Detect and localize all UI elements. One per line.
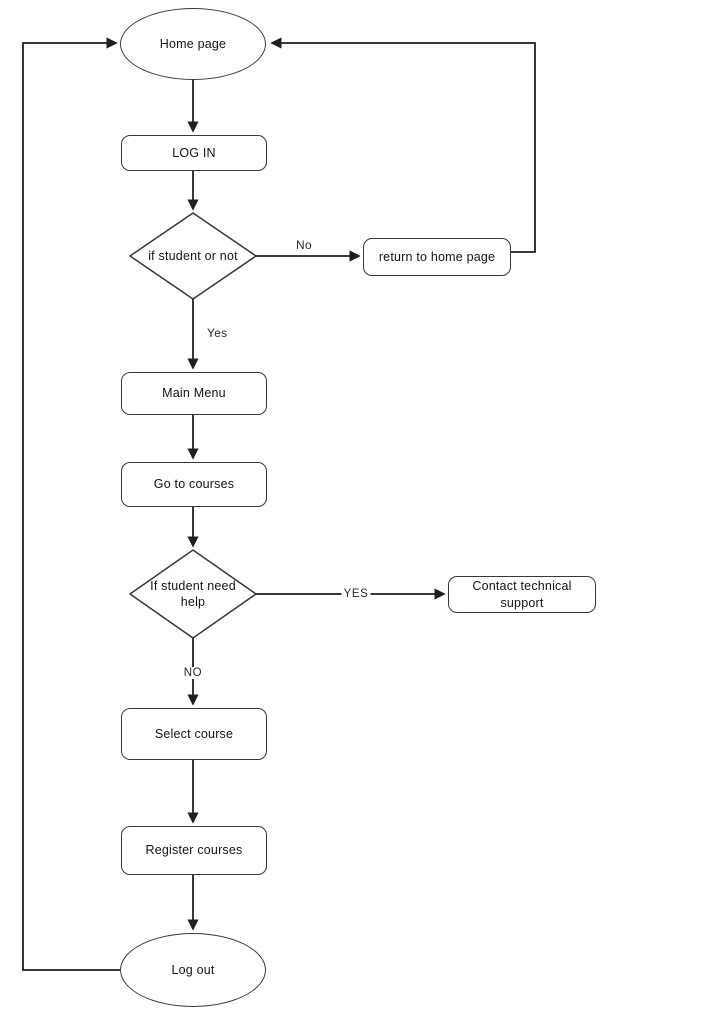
node-contact-label: Contact technical support [472, 579, 572, 610]
edge-label-yes-caps: YES [341, 588, 371, 600]
node-home-page-label: Home page [159, 36, 227, 51]
node-main-menu-label: Main Menu [162, 386, 226, 401]
edge-label-no: No [296, 238, 312, 252]
node-select-course: Select course [121, 708, 267, 760]
node-log-out-label: Log out [171, 962, 215, 977]
node-log-in-label: LOG IN [172, 145, 216, 160]
edge-label-no-caps: NO [181, 667, 205, 679]
decision-if-student-or-not: if student or not [143, 234, 243, 278]
node-log-out: Log out [120, 933, 266, 1007]
node-return-to-home-page: return to home page [363, 238, 511, 276]
node-log-in: LOG IN [121, 135, 267, 171]
decision-student-label: if student or not [148, 248, 238, 263]
edge-logout-to-home-loop [22, 37, 120, 971]
decision-help-label: If student need help [150, 578, 236, 609]
node-select-course-label: Select course [154, 726, 234, 741]
node-register-courses: Register courses [121, 826, 267, 875]
edge-return-to-home-loop [270, 37, 536, 253]
decision-diamond-help [129, 549, 257, 639]
node-register-courses-label: Register courses [145, 843, 243, 858]
node-main-menu: Main Menu [121, 372, 267, 415]
decision-diamond-student [129, 212, 257, 300]
node-home-page: Home page [120, 8, 266, 80]
node-contact-technical-support: Contact technical support [448, 576, 596, 613]
node-go-to-courses: Go to courses [121, 462, 267, 507]
edge-label-yes: Yes [207, 326, 228, 340]
node-return-label: return to home page [378, 249, 496, 264]
node-go-to-courses-label: Go to courses [153, 477, 235, 492]
decision-if-student-need-help: If student need help [138, 572, 248, 616]
